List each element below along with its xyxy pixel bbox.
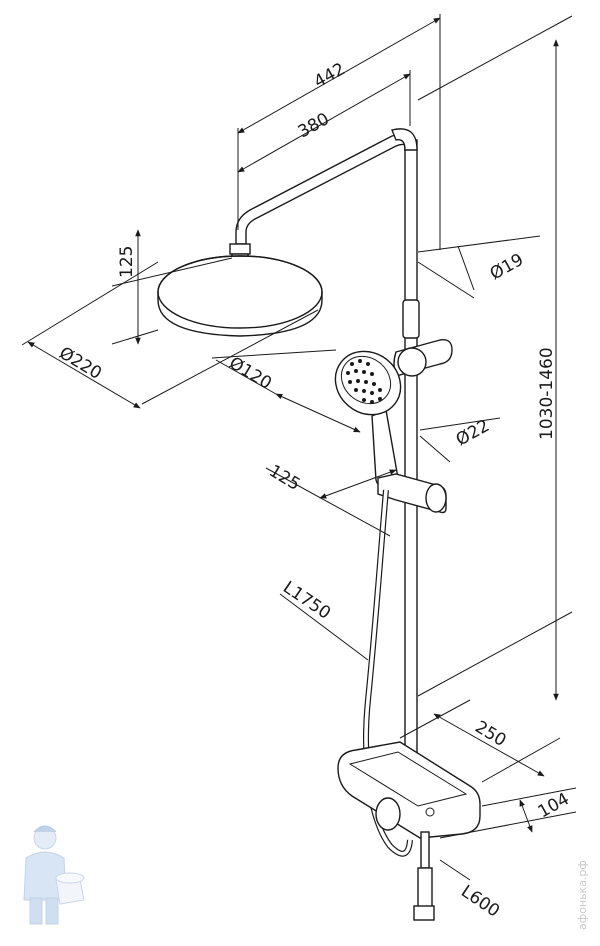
label-arm-inner: 380	[295, 109, 333, 142]
hose-leader	[279, 593, 369, 661]
label-shelf-depth: 104	[535, 789, 573, 822]
dim-arm-inner	[237, 70, 411, 173]
label-hand-offset: 125	[265, 461, 303, 495]
hand-shower-nozzles	[346, 359, 382, 404]
hand-shower-holder	[393, 299, 453, 377]
dim-pipe-diameter	[417, 235, 541, 299]
label-holder-diameter: Ø22	[453, 416, 493, 450]
label-height-range: 1030-1460	[537, 347, 557, 440]
inlet-nut	[413, 905, 435, 921]
dim-holder-diameter	[419, 417, 501, 463]
label-inlet-hose-length: L600	[457, 882, 503, 922]
watermark-text: афонька.рф	[576, 860, 589, 930]
head-connector	[229, 243, 251, 255]
dim-height-range	[417, 15, 573, 701]
rain-shower-head	[157, 255, 323, 337]
dim-shelf-depth	[439, 787, 577, 839]
label-head-diameter: Ø220	[55, 343, 105, 384]
riser-pipe	[404, 139, 418, 781]
label-head-height: 125	[117, 246, 137, 278]
inlet-pipe	[420, 831, 430, 869]
plumber-logo-icon	[23, 825, 85, 925]
label-hand-diameter: Ø120	[225, 353, 275, 394]
dim-hand-diameter	[211, 349, 361, 433]
label-arm-outer: 442	[311, 59, 349, 92]
shower-arm	[235, 134, 413, 245]
thermostat-shelf	[337, 741, 481, 839]
label-pipe-diameter: Ø19	[487, 250, 527, 284]
dim-shelf-width	[399, 699, 561, 783]
inlet-leader	[439, 859, 471, 881]
label-hose-length: L1750	[279, 578, 334, 624]
dim-hand-offset	[265, 467, 397, 537]
